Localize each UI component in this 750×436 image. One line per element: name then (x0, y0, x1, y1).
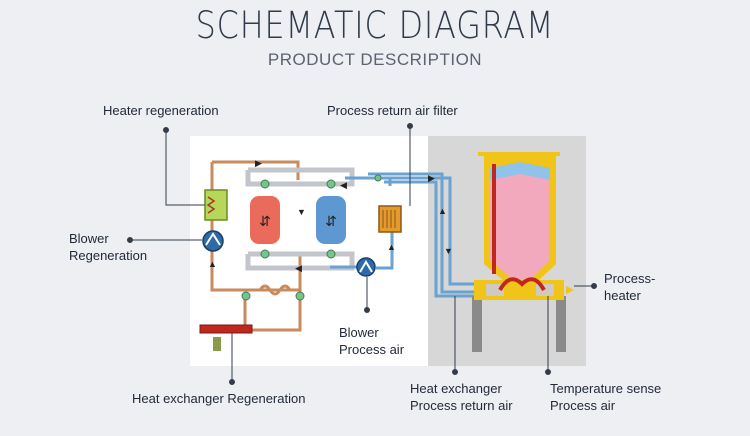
label-blower-process-air: Blower Process air (339, 324, 404, 358)
label-process-heater: Process- heater (604, 270, 655, 304)
svg-text:▲: ▲ (208, 259, 217, 269)
label-heat-exchanger-process-return-air: Heat exchanger Process return air (410, 380, 513, 414)
svg-text:▶: ▶ (428, 173, 435, 183)
heat-exchanger-regeneration (199, 324, 253, 351)
label-line: heater (604, 288, 641, 303)
valves (241, 174, 382, 301)
label-line: Blower (339, 325, 379, 340)
svg-text:▶: ▶ (255, 158, 262, 168)
svg-text:⇵: ⇵ (325, 213, 337, 229)
label-temperature-sense-process-air: Temperature sense Process air (550, 380, 661, 414)
page-subtitle: PRODUCT DESCRIPTION (267, 50, 483, 69)
svg-text:▲: ▲ (387, 242, 396, 252)
label-line: Process air (339, 342, 405, 357)
process-return-air-filter (378, 205, 402, 233)
label-heat-exchanger-regeneration: Heat exchanger Regeneration (132, 391, 306, 406)
label-line: Regeneration (69, 248, 148, 263)
flow-arrows: ▶ ◀ ◀ ▶ ▲ ▼ ▲ ▲ ▼ (208, 158, 453, 273)
svg-text:⇵: ⇵ (259, 213, 271, 229)
label-line: Process air (550, 398, 616, 413)
page-title: SCHEMATIC DIAGRAM (195, 4, 555, 47)
label-process-return-air-filter: Process return air filter (327, 103, 458, 118)
label-line: Temperature sense (550, 381, 662, 396)
blower-process (356, 257, 376, 277)
desiccant-tower-blue: ⇵ (316, 196, 346, 244)
svg-text:▲: ▲ (438, 206, 447, 216)
hopper (472, 152, 574, 352)
label-line: Heat exchanger (410, 381, 502, 396)
label-blower-regeneration: Blower Regeneration (69, 230, 147, 264)
label-heater-regeneration: Heater regeneration (103, 103, 219, 118)
label-line: Blower (69, 231, 109, 246)
svg-text:◀: ◀ (295, 263, 302, 273)
desiccant-tower-red: ⇵ (250, 196, 280, 244)
svg-text:▼: ▼ (297, 207, 306, 217)
blower-regeneration (202, 230, 224, 252)
svg-text:▼: ▼ (444, 246, 453, 256)
label-line: Process- (604, 271, 656, 286)
label-line: Process return air (410, 398, 513, 413)
svg-text:◀: ◀ (340, 180, 347, 190)
